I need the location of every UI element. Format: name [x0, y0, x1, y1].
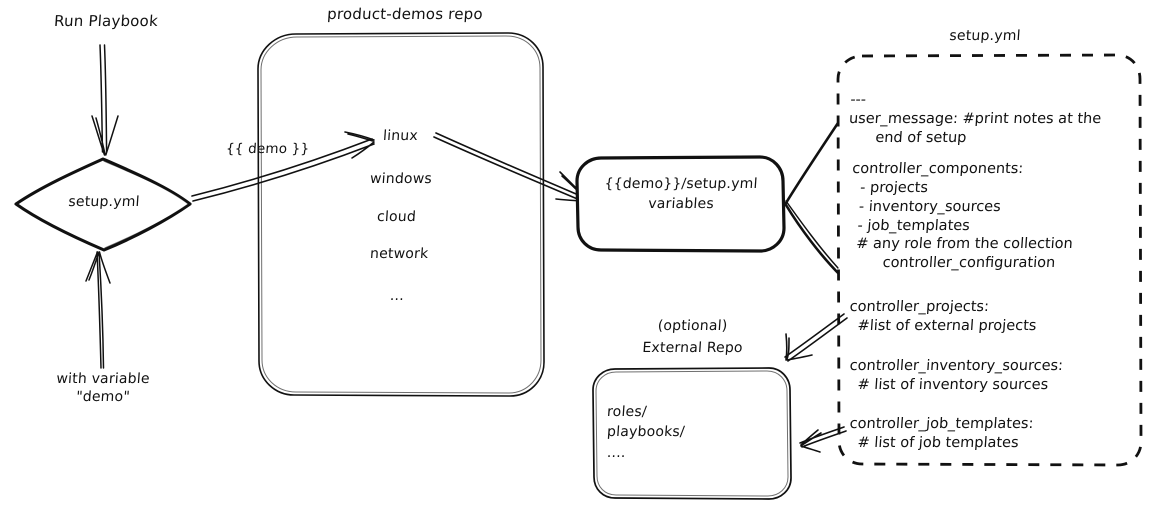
setup-yml-panel-title: setup.yml [948, 28, 1022, 44]
setup-yml-diamond-label: setup.yml [67, 194, 141, 210]
run-playbook-label: Run Playbook [53, 12, 159, 30]
setup-yml-dashed-panel[interactable] [836, 53, 1143, 467]
with-variable-label-line1: with variable [55, 371, 151, 387]
panel-block-controller-inventory-sources: controller_inventory_sources: # list of … [847, 358, 1064, 393]
repo-item-cloud[interactable]: cloud [376, 209, 417, 225]
product-demos-repo-title: product-demos repo [326, 5, 484, 23]
external-repo-item-ellipsis: .... [606, 445, 627, 461]
demo-arrow-to-linux [191, 131, 375, 202]
demo-setup-variables-box[interactable] [575, 155, 786, 253]
variables-box-line2: variables [647, 196, 715, 212]
with-variable-label-line2: "demo" [75, 389, 131, 405]
with-variable-arrow [85, 251, 111, 369]
product-demos-repo-box[interactable] [257, 32, 545, 397]
repo-item-network[interactable]: network [369, 246, 429, 262]
external-repo-title-line2: External Repo [641, 340, 744, 356]
demo-edge-label: {{ demo }} [225, 141, 310, 157]
external-repo-title-line1: (optional) [657, 318, 728, 334]
repo-item-ellipsis: ... [389, 288, 405, 304]
external-repo-item-playbooks: playbooks/ [606, 424, 686, 440]
panel-to-variables-connector [784, 118, 843, 278]
setup-yml-diamond[interactable] [14, 157, 192, 252]
panel-block-controller-components: controller_components: - projects - inve… [845, 161, 1074, 272]
panel-block-controller-job-templates: controller_job_templates: # list of job … [847, 416, 1034, 451]
run-playbook-arrow [91, 44, 119, 156]
panel-block-controller-projects: controller_projects: #list of external p… [847, 299, 1037, 334]
variables-box-line1: {{demo}}/setup.yml [603, 176, 759, 192]
repo-item-windows[interactable]: windows [369, 171, 433, 187]
external-repo-item-roles: roles/ [606, 404, 648, 420]
panel-to-external-repo-arrow-1 [784, 313, 848, 362]
panel-to-external-repo-arrow-2 [799, 426, 847, 453]
repo-item-linux[interactable]: linux [382, 128, 419, 144]
external-repo-box[interactable] [592, 367, 792, 500]
panel-block-header: --- user_message: #print notes at the en… [847, 92, 1102, 146]
